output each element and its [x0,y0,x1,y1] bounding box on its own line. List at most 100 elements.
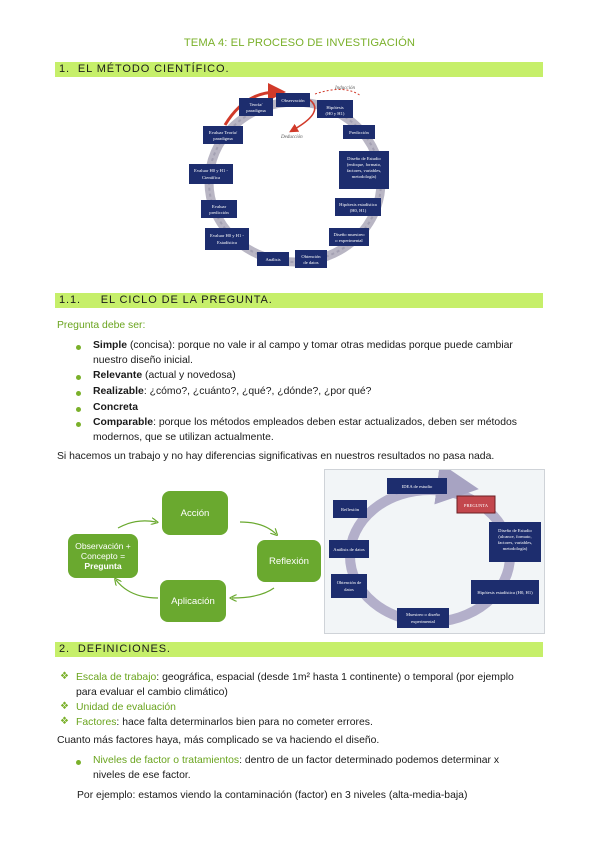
section-title: DEFINICIONES. [77,643,171,655]
list-item-continuation: nuestro diseño inicial. [93,355,193,366]
box-evaluar-cientifica: Evaluar H0 y H1 - Científica [189,164,233,184]
box-prediccion: Predicción [343,125,375,139]
bullet-dot [76,375,81,380]
section-heading-2: 2. DEFINICIONES. [55,642,543,657]
question-cycle-arrows [60,480,322,630]
diamond-bullet-icon: ❖ [60,716,69,727]
bullet-dot [76,391,81,396]
box-hipotesis: Hipótesis(H0 y H1) [317,100,353,118]
induccion-label: Inducción [334,86,355,91]
svg-text:Estadística: Estadística [217,240,237,245]
list-item-continuation: modernos, que se utilizan actualmente. [93,432,274,443]
paragraph: Cuanto más factores haya, más complicado… [57,735,380,746]
svg-text:Reflexión: Reflexión [341,507,360,512]
svg-text:(alcance, formato,: (alcance, formato, [498,534,531,540]
svg-text:(H0, H1): (H0, H1) [350,208,367,214]
box-observacion: Observación [276,93,310,107]
svg-text:Hipótesis estadística: Hipótesis estadística [339,202,377,207]
svg-text:experimental: experimental [411,619,436,624]
list-item: Concreta [93,402,139,413]
svg-text:Obtención: Obtención [301,254,321,259]
paragraph: Por ejemplo: estamos viendo la contamina… [77,790,468,801]
section-heading-1-1: 1.1. EL CICLO DE LA PREGUNTA. [55,293,543,308]
svg-text:IDEA de estudio: IDEA de estudio [402,484,433,489]
svg-text:Evaluar: Evaluar [212,204,227,209]
bullet-dot [76,345,81,350]
paragraph: Si hacemos un trabajo y no hay diferenci… [57,451,495,462]
box-analisis: Análisis [257,252,289,266]
box-evaluar-estadistica: Evaluar H0 y H1 - Estadística [205,228,249,250]
deduccion-label: Deducción [280,135,303,140]
svg-text:Hipótesis: Hipótesis [326,105,344,110]
svg-text:Evaluar H0 y H1 -: Evaluar H0 y H1 - [194,168,228,173]
svg-text:Evaluar H0 y H1 -: Evaluar H0 y H1 - [210,233,244,238]
svg-text:metodología): metodología) [352,174,377,179]
list-item: Simple (concisa): porque no vale ir al c… [93,340,513,351]
svg-text:Diseño de Estudio: Diseño de Estudio [347,156,381,161]
section-number: 2. [59,643,70,655]
svg-text:o experimental: o experimental [335,238,363,243]
svg-text:metodología): metodología) [503,546,528,551]
research-cycle-figure: IDEA de estudio PREGUNTA Diseño de Estud… [324,462,545,634]
svg-text:Análisis: Análisis [265,257,280,262]
box-reflexion: Reflexión [333,500,367,518]
section-heading-1: 1. EL MÉTODO CIENTÍFICO. [55,62,543,77]
box-teoria: Teoría/paradigma [239,98,273,116]
box-analisis: Análisis de datos [329,540,369,558]
list-item-continuation: para evaluar el cambio climático) [76,687,228,698]
list-item: Realizable: ¿cómo?, ¿cuánto?, ¿qué?, ¿dó… [93,386,372,397]
box-hipotesis-estadistica: Hipótesis estadística (H0, H1) [471,580,539,604]
box-muestreo: Muestreo o diseño experimental [397,608,449,628]
bullet-dot [76,407,81,412]
svg-text:predicción: predicción [209,210,229,215]
svg-text:(H0 y H1): (H0 y H1) [326,111,345,116]
section-number: 1.1. [59,294,81,306]
svg-text:PREGUNTA: PREGUNTA [464,503,489,508]
cycle-node-accion: Acción [162,491,228,535]
box-diseno-estudio: Diseño de Estudio(enfoque, formato,facto… [339,151,389,189]
box-pregunta: PREGUNTA [456,495,496,514]
svg-text:Diseño muestreo: Diseño muestreo [333,232,365,237]
diamond-bullet-icon: ❖ [60,701,69,712]
svg-text:Teoría/: Teoría/ [250,102,264,107]
pregunta-heading: Pregunta debe ser: [57,320,146,331]
svg-text:Obtención de: Obtención de [337,580,362,585]
deduction-arrow [289,99,316,133]
box-diseno: Diseño de Estudio(alcance, formato,facto… [489,522,541,562]
box-evaluar-teoria: Evaluar Teoría/paradigma [203,126,243,144]
svg-text:Científica: Científica [202,175,220,180]
box-hipotesis-estadistica: Hipótesis estadística(H0, H1) [335,198,381,216]
bullet-dot [76,760,81,765]
cycle-node-reflexion: Reflexión [257,540,321,582]
list-item: Comparable: porque los métodos empleados… [93,417,517,428]
svg-text:de datos: de datos [303,260,318,265]
svg-text:(enfoque, formato,: (enfoque, formato, [347,162,381,168]
bullet-dot [76,422,81,427]
svg-text:Muestreo o diseño: Muestreo o diseño [406,612,441,617]
list-item-continuation: niveles de ese factor. [93,770,191,781]
svg-text:Observación: Observación [281,98,305,103]
svg-text:Predicción: Predicción [349,130,369,135]
svg-text:Diseño de Estudio: Diseño de Estudio [498,528,532,533]
section-title: EL MÉTODO CIENTÍFICO. [77,63,230,75]
list-item: Unidad de evaluación [76,702,176,713]
diamond-bullet-icon: ❖ [60,671,69,682]
svg-text:Análisis de datos: Análisis de datos [333,547,365,552]
scientific-method-diagram: Inducción Deducción Observación Hipótesi… [189,83,389,268]
section-title: EL CICLO DE LA PREGUNTA. [100,294,273,306]
cycle-node-aplicacion: Aplicación [160,580,226,622]
list-item: Escala de trabajo: geográfica, espacial … [76,672,514,683]
svg-text:Evaluar Teoría/: Evaluar Teoría/ [209,130,238,135]
list-item: Relevante (actual y novedosa) [93,370,236,381]
list-item: Factores: hace falta determinarlos bien … [76,717,373,728]
svg-text:factores, variables,: factores, variables, [498,540,533,546]
svg-text:paradigma: paradigma [246,108,265,113]
document-title: TEMA 4: EL PROCESO DE INVESTIGACIÓN [183,37,416,49]
box-idea: IDEA de estudio [387,478,447,494]
svg-text:paradigma: paradigma [213,136,232,141]
svg-text:factores, variables,: factores, variables, [347,168,382,174]
svg-text:Hipótesis estadística (H0, H1): Hipótesis estadística (H0, H1) [477,590,533,596]
